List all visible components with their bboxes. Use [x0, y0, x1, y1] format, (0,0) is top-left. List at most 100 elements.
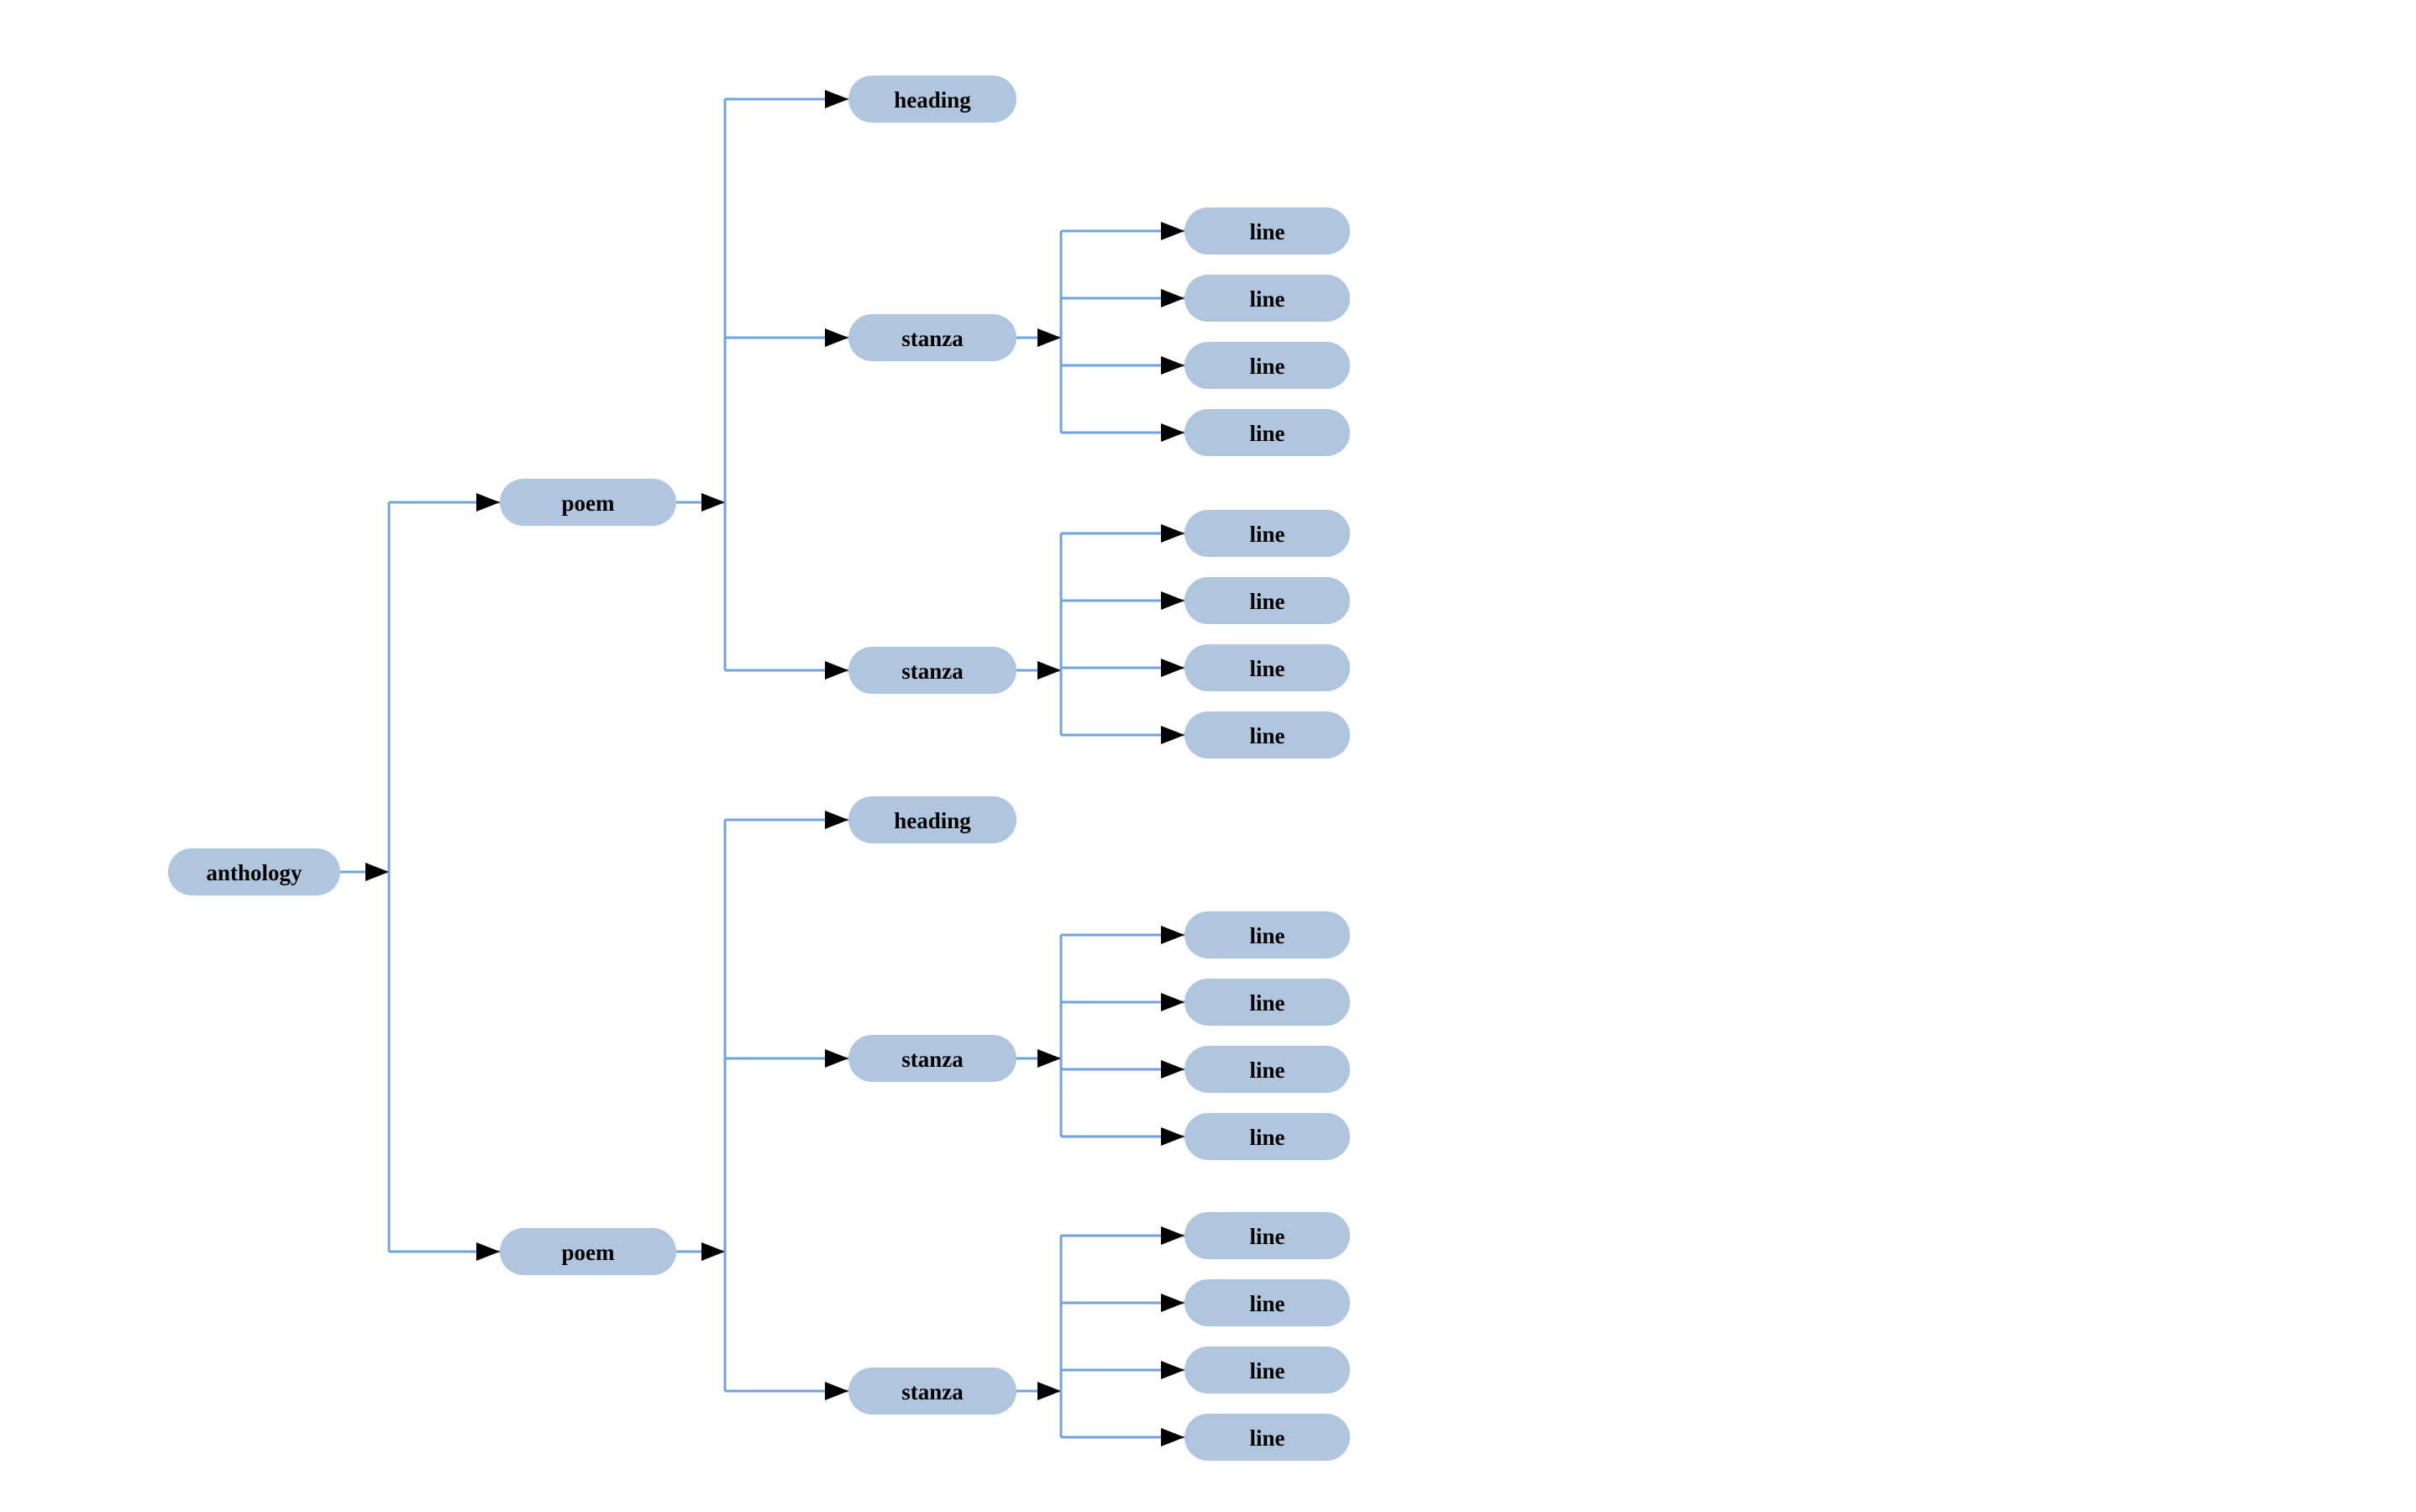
- arrow-into-child-1: [825, 811, 848, 829]
- node-label-line-1-2-4: line: [1249, 723, 1284, 748]
- node-label-line-2-2-4: line: [1249, 1425, 1284, 1451]
- node-label-stanza-2-1: stanza: [901, 1047, 964, 1072]
- node-shape-line-1-1-2[interactable]: [1184, 275, 1350, 322]
- node-line-1-2-3[interactable]: line: [1184, 644, 1350, 691]
- arrow-into-child-4: [1161, 1428, 1184, 1446]
- arrow-into-child-2: [1161, 1294, 1184, 1312]
- arrow-into-trunk: [1037, 328, 1061, 347]
- node-shape-poem-2[interactable]: [500, 1228, 676, 1275]
- node-shape-line-1-2-4[interactable]: [1184, 711, 1350, 759]
- arrow-into-child-3: [1161, 1361, 1184, 1379]
- arrow-into-child-2: [825, 1049, 848, 1068]
- node-label-line-2-1-1: line: [1249, 923, 1284, 948]
- edge-group-poem-2-children: [676, 811, 848, 1400]
- node-line-2-2-1[interactable]: line: [1184, 1212, 1350, 1259]
- node-shape-heading-1[interactable]: [848, 76, 1016, 123]
- node-line-2-1-4[interactable]: line: [1184, 1113, 1350, 1160]
- node-shape-line-1-2-2[interactable]: [1184, 577, 1350, 624]
- arrow-into-child-3: [1161, 356, 1184, 375]
- arrow-into-child-3: [825, 1382, 848, 1400]
- node-label-heading-2: heading: [894, 808, 971, 833]
- node-shape-anthology[interactable]: [168, 848, 340, 895]
- arrow-into-child-1: [476, 493, 500, 512]
- node-shape-stanza-1-1[interactable]: [848, 314, 1016, 361]
- node-label-line-2-2-1: line: [1249, 1224, 1284, 1249]
- node-shape-line-2-1-3[interactable]: [1184, 1046, 1350, 1093]
- node-label-line-2-1-2: line: [1249, 990, 1284, 1016]
- node-line-2-1-1[interactable]: line: [1184, 911, 1350, 958]
- edge-group-stanza-2-2-children: [1016, 1226, 1184, 1446]
- node-line-1-2-2[interactable]: line: [1184, 577, 1350, 624]
- node-line-1-1-4[interactable]: line: [1184, 409, 1350, 456]
- node-poem-2[interactable]: poem: [500, 1228, 676, 1275]
- node-shape-line-1-1-1[interactable]: [1184, 207, 1350, 255]
- edge-group-stanza-2-1-children: [1016, 926, 1184, 1146]
- arrow-into-trunk: [1037, 1382, 1061, 1400]
- node-shape-stanza-2-1[interactable]: [848, 1035, 1016, 1082]
- node-label-line-1-1-3: line: [1249, 354, 1284, 379]
- node-line-2-1-3[interactable]: line: [1184, 1046, 1350, 1093]
- node-shape-line-2-2-1[interactable]: [1184, 1212, 1350, 1259]
- node-stanza-2-2[interactable]: stanza: [848, 1368, 1016, 1415]
- node-shape-line-2-2-3[interactable]: [1184, 1347, 1350, 1394]
- arrow-into-child-2: [1161, 591, 1184, 610]
- node-line-1-1-1[interactable]: line: [1184, 207, 1350, 255]
- node-stanza-1-2[interactable]: stanza: [848, 647, 1016, 694]
- node-label-line-1-1-4: line: [1249, 421, 1284, 446]
- node-line-1-1-2[interactable]: line: [1184, 275, 1350, 322]
- node-label-line-2-2-2: line: [1249, 1291, 1284, 1316]
- node-stanza-1-1[interactable]: stanza: [848, 314, 1016, 361]
- node-label-line-1-2-3: line: [1249, 656, 1284, 681]
- arrow-into-trunk: [365, 863, 389, 881]
- edges-layer: [340, 90, 1184, 1446]
- arrow-into-child-4: [1161, 423, 1184, 442]
- arrow-into-child-1: [825, 90, 848, 108]
- node-shape-stanza-1-2[interactable]: [848, 647, 1016, 694]
- node-shape-line-2-2-2[interactable]: [1184, 1279, 1350, 1326]
- node-shape-heading-2[interactable]: [848, 796, 1016, 843]
- node-anthology[interactable]: anthology: [168, 848, 340, 895]
- node-shape-line-1-1-3[interactable]: [1184, 342, 1350, 389]
- node-shape-stanza-2-2[interactable]: [848, 1368, 1016, 1415]
- arrow-into-child-3: [1161, 659, 1184, 677]
- node-label-stanza-1-2: stanza: [901, 659, 964, 684]
- node-shape-line-1-2-3[interactable]: [1184, 644, 1350, 691]
- node-line-1-2-4[interactable]: line: [1184, 711, 1350, 759]
- node-poem-1[interactable]: poem: [500, 479, 676, 526]
- node-shape-line-1-1-4[interactable]: [1184, 409, 1350, 456]
- node-heading-1[interactable]: heading: [848, 76, 1016, 123]
- node-shape-line-2-1-4[interactable]: [1184, 1113, 1350, 1160]
- node-label-stanza-1-1: stanza: [901, 326, 964, 351]
- node-line-1-2-1[interactable]: line: [1184, 510, 1350, 557]
- arrow-into-child-2: [476, 1242, 500, 1261]
- node-line-2-1-2[interactable]: line: [1184, 979, 1350, 1026]
- node-label-line-2-1-4: line: [1249, 1125, 1284, 1150]
- arrow-into-child-3: [825, 661, 848, 680]
- arrow-into-child-3: [1161, 1060, 1184, 1079]
- node-label-line-2-1-3: line: [1249, 1058, 1284, 1083]
- arrow-into-child-2: [1161, 289, 1184, 307]
- node-label-poem-2: poem: [562, 1240, 616, 1265]
- node-shape-line-1-2-1[interactable]: [1184, 510, 1350, 557]
- arrow-into-child-2: [825, 328, 848, 347]
- node-heading-2[interactable]: heading: [848, 796, 1016, 843]
- node-shape-line-2-1-2[interactable]: [1184, 979, 1350, 1026]
- node-shape-line-2-2-4[interactable]: [1184, 1414, 1350, 1461]
- node-line-2-2-2[interactable]: line: [1184, 1279, 1350, 1326]
- node-line-1-1-3[interactable]: line: [1184, 342, 1350, 389]
- edge-group-stanza-1-1-children: [1016, 222, 1184, 442]
- arrow-into-child-1: [1161, 222, 1184, 240]
- arrow-into-trunk: [701, 1242, 725, 1261]
- node-line-2-2-4[interactable]: line: [1184, 1414, 1350, 1461]
- node-shape-line-2-1-1[interactable]: [1184, 911, 1350, 958]
- node-stanza-2-1[interactable]: stanza: [848, 1035, 1016, 1082]
- arrow-into-trunk: [1037, 1049, 1061, 1068]
- node-shape-poem-1[interactable]: [500, 479, 676, 526]
- arrow-into-child-2: [1161, 993, 1184, 1011]
- node-line-2-2-3[interactable]: line: [1184, 1347, 1350, 1394]
- arrow-into-child-1: [1161, 926, 1184, 944]
- edge-group-stanza-1-2-children: [1016, 524, 1184, 744]
- edge-group-anthology-children: [340, 493, 500, 1261]
